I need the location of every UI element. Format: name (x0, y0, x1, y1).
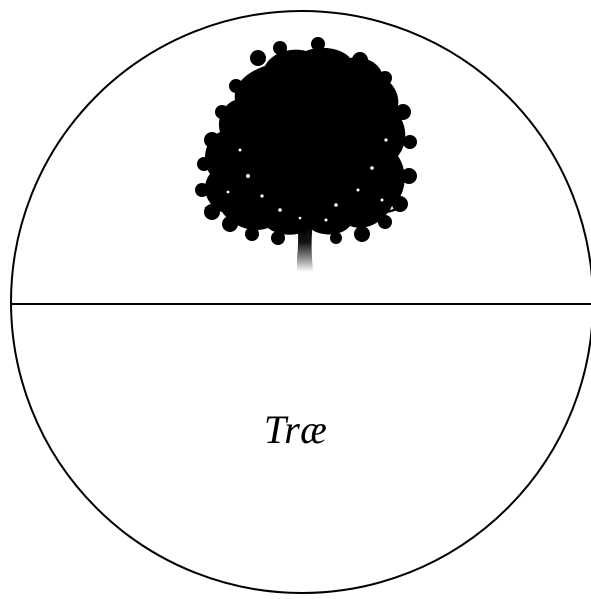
word-label: Træ (0, 410, 591, 450)
